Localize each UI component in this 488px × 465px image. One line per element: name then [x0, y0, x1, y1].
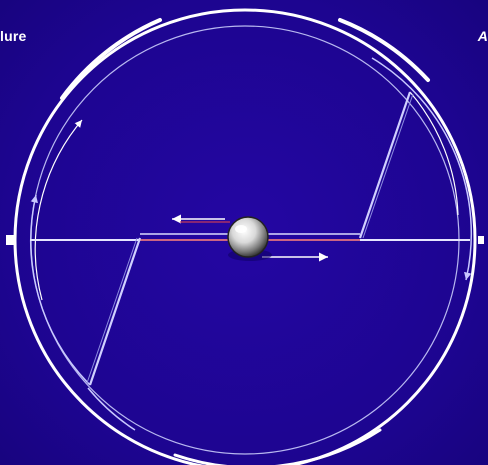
axis-tick-left [6, 235, 14, 245]
arm-right [360, 92, 410, 238]
central-ball [228, 217, 268, 257]
outer-arc-top-right [340, 20, 428, 80]
outer-arc-bottom [175, 430, 380, 465]
arm-left-shadow [87, 238, 137, 383]
track-arc-left-inner [35, 120, 82, 300]
arm-left [90, 238, 140, 385]
ball-highlight [235, 225, 247, 233]
axis-tick-right [478, 236, 484, 244]
arm-right-shadow [363, 94, 413, 238]
track-arc-bottom-left [88, 388, 135, 430]
